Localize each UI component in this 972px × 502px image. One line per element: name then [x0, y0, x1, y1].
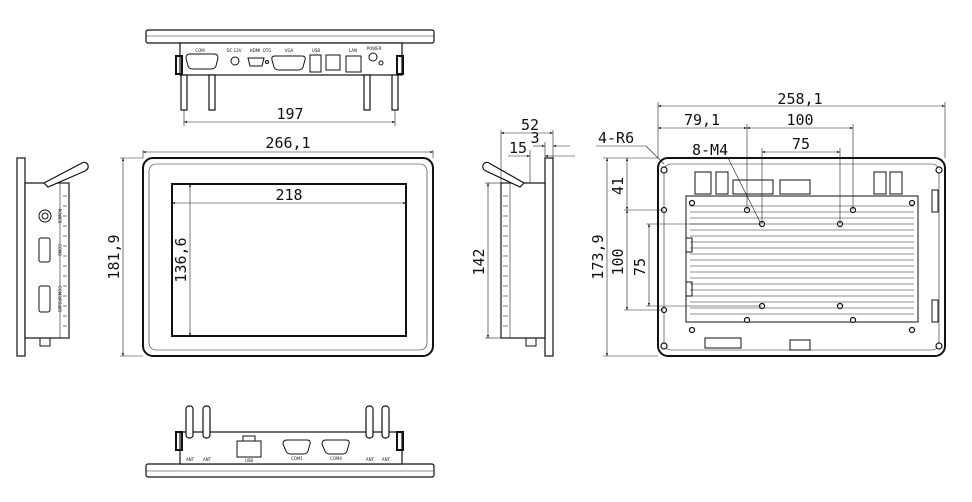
bottom-label-ant-1: ANT [186, 457, 195, 462]
dim-label-offset-x: 79,1 [684, 111, 720, 129]
top-ports [185, 52, 384, 73]
dim-label-display-height: 136,6 [172, 237, 190, 282]
bottom-label-ant-2: ANT [203, 457, 212, 462]
dim-label-span-y: 100 [609, 248, 627, 275]
dim-label-corner-radius: 4-R6 [598, 129, 634, 147]
dim-label-span-x: 100 [786, 111, 813, 129]
bottom-view: ANT ANT USB COM1 COM4 ANT ANT [145, 405, 435, 478]
bottom-io-panel [179, 431, 403, 465]
right-side-vents [503, 195, 508, 327]
left-side-view: POWER COM2 COM3/RS485 [16, 157, 89, 357]
top-view: COM DC 12V HDMI OTG VGA USB LAN POWER 19… [145, 29, 435, 126]
com3-port-icon [38, 285, 51, 313]
dim-label-offset-y: 41 [609, 177, 627, 195]
dim-label-inner-x: 75 [792, 135, 810, 153]
dim-label-front-width: 266,1 [265, 134, 310, 152]
dim-label-depth: 52 [521, 116, 539, 134]
back-view: 258,1 79,1 100 75 4-R6 8-M4 173,9 41 1 [589, 90, 946, 357]
left-side-bezel [16, 157, 26, 357]
dim-label-back-width: 258,1 [777, 90, 822, 108]
back-bezel [657, 157, 946, 357]
side-label-com2: COM2 [57, 244, 62, 256]
dim-label-screws: 8-M4 [692, 141, 728, 159]
side-label-com3: COM3/RS485 [57, 286, 62, 313]
heatsink [685, 195, 919, 323]
right-side-bezel [544, 157, 554, 357]
front-bezel [142, 157, 434, 357]
right-antenna-icon [482, 161, 525, 188]
port-label-power: POWER [367, 46, 382, 51]
dim-label-front-height: 181,9 [105, 234, 123, 279]
bottom-label-usb: USB [245, 458, 253, 463]
top-bezel [145, 29, 435, 44]
dim-197: 197 [183, 105, 396, 126]
port-label-lan: LAN [349, 48, 357, 53]
com4-port-icon [321, 439, 350, 455]
front-view: 266,1 181,9 218 136,6 [105, 134, 434, 357]
port-label-hdmi: HDMI [250, 48, 261, 53]
left-side-vents [63, 195, 67, 327]
right-side-view: 52 3 15 142 [470, 116, 575, 357]
port-label-com: COM [195, 48, 205, 53]
side-label-power: POWER [57, 209, 62, 224]
com2-port-icon [38, 237, 51, 263]
right-side-chassis [500, 182, 546, 339]
com1-port-icon [282, 439, 311, 455]
dim-label-back-height: 173,9 [589, 234, 607, 279]
bottom-label-com1: COM1 [291, 456, 303, 461]
dim-label-side-height: 142 [470, 248, 488, 275]
dim-label-inner-y: 75 [631, 258, 649, 276]
port-label-vga: VGA [285, 48, 294, 53]
dim-label-frame: 15 [509, 139, 527, 157]
bottom-label-ant-4: ANT [382, 457, 391, 462]
bottom-label-ant-3: ANT [366, 457, 375, 462]
bottom-label-com4: COM4 [330, 456, 342, 461]
port-label-otg: OTG [263, 48, 272, 53]
dim-label-display-width: 218 [275, 186, 302, 204]
port-label-dc: DC 12V [227, 48, 242, 53]
heatsink-fins [690, 205, 914, 315]
left-side-chassis [24, 182, 70, 339]
dim-label-197: 197 [276, 105, 303, 123]
top-mount-studs [175, 55, 404, 111]
power-button-icon [38, 209, 52, 223]
display-area [171, 183, 407, 337]
port-label-usb: USB [312, 48, 320, 53]
antenna-icon [42, 161, 89, 188]
dim-label-bezel: 3 [530, 129, 539, 147]
bottom-bezel [145, 463, 435, 478]
bottom-antennas [175, 405, 404, 451]
